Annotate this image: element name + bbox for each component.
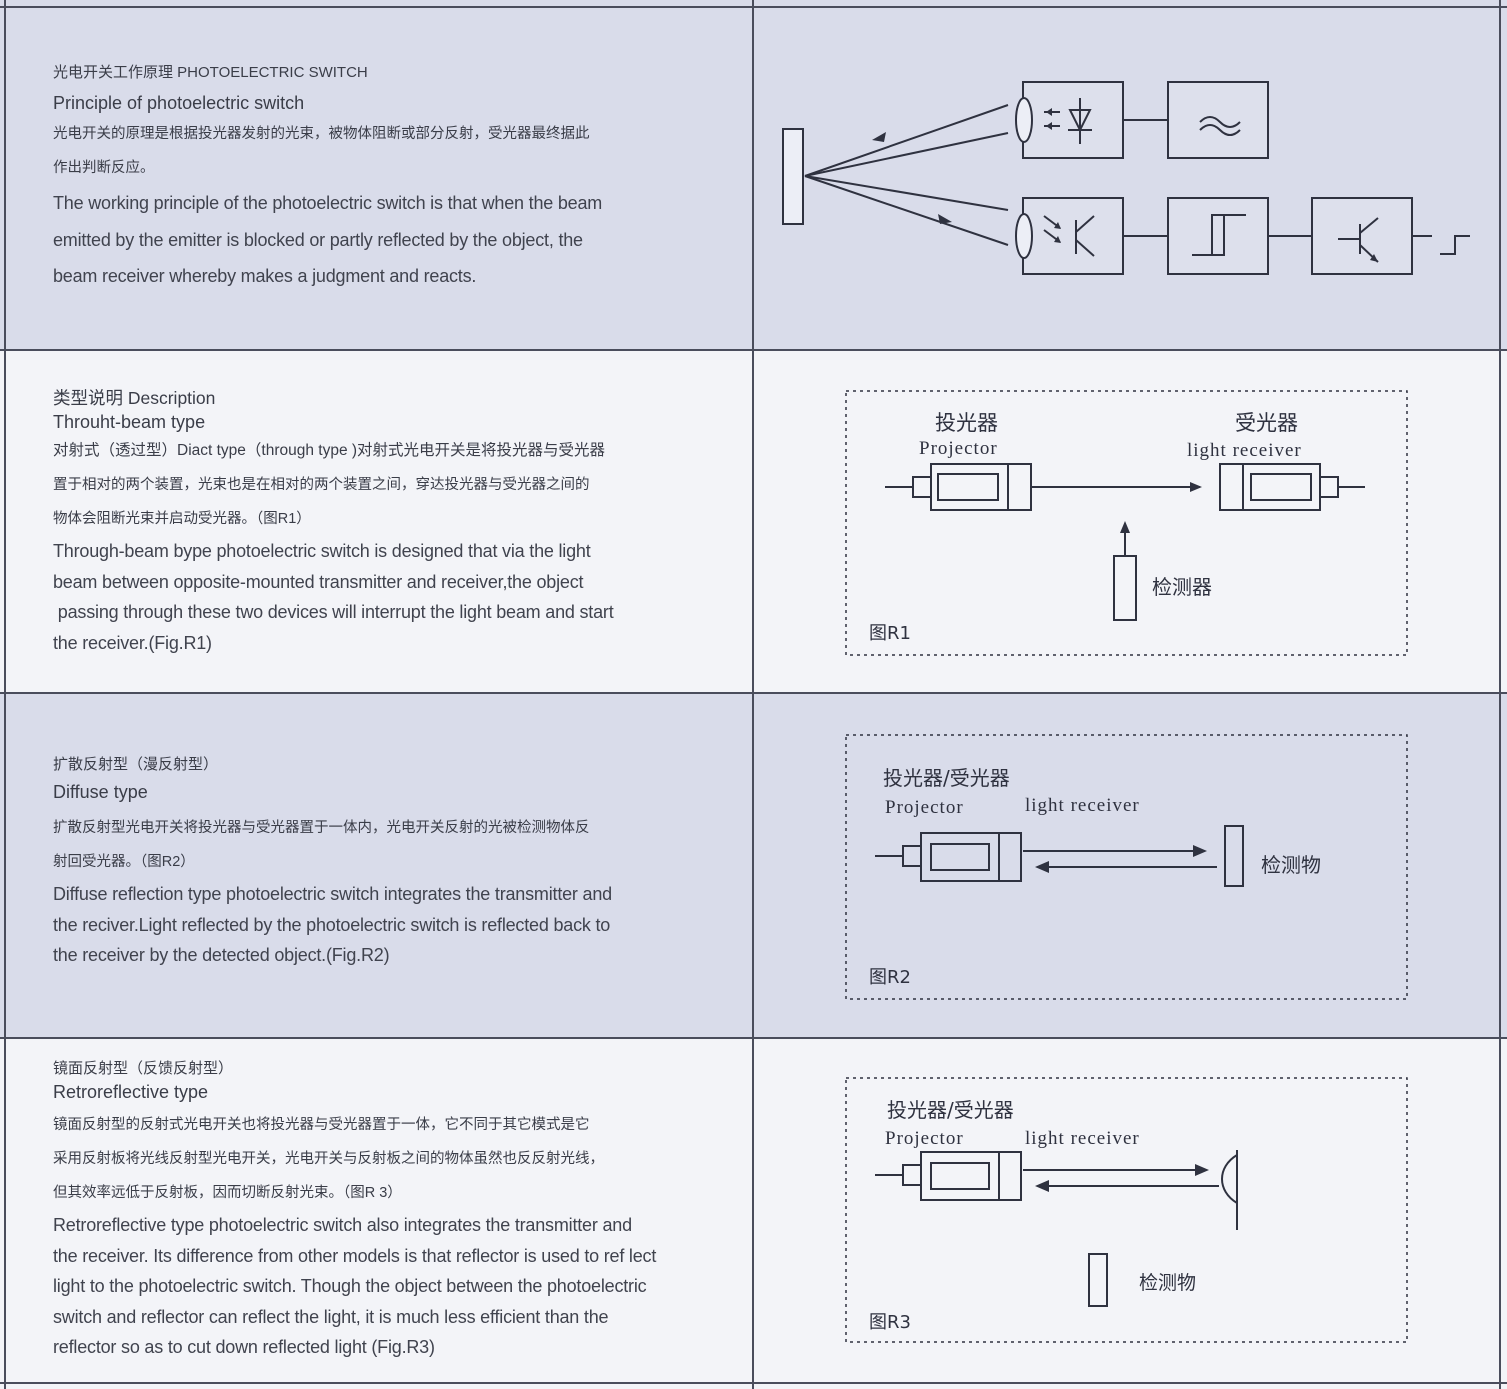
- figure-caption: 图R1: [869, 623, 911, 644]
- diffuse-text: 扩散反射型（漫反射型） Diffuse type 扩散反射型光电开关将投光器与受…: [53, 755, 713, 971]
- section-cn-title: 镜面反射型（反馈反射型）: [53, 1060, 234, 1077]
- object-label: 检测物: [1139, 1272, 1196, 1294]
- cn-paragraph-line: 作出判断反应。: [53, 160, 155, 176]
- section-cn-title: 光电开关工作原理 PHOTOELECTRIC SWITCH: [53, 64, 368, 81]
- section-en-title: Throuht-beam type: [53, 412, 206, 432]
- column-divider: [1499, 0, 1501, 1389]
- cn-paragraph-line: 物体会阻断光束并启动受光器。（图R1）: [53, 511, 311, 527]
- projector-en-label: Projector: [919, 438, 998, 459]
- en-paragraph-line: reflector so as to cut down reflected li…: [53, 1337, 435, 1357]
- combined-cn-label: 投光器/受光器: [883, 766, 1010, 790]
- en-paragraph-line: Retroreflective type photoelectric switc…: [53, 1215, 632, 1235]
- en-paragraph-line: passing through these two devices will i…: [53, 602, 614, 622]
- en-paragraph-line: the receiver.(Fig.R1): [53, 632, 212, 653]
- column-divider: [752, 0, 754, 1389]
- cn-paragraph-line: 扩散反射型光电开关将投光器与受光器置于一体内，光电开关反射的光被检测物体反: [53, 820, 590, 836]
- figure-r3: 投光器/受光器 Projector light receiver 检测物 图R3: [845, 1077, 1408, 1343]
- figure-r1: 投光器 Projector 受光器 light receiver 检测器 图R1: [845, 390, 1408, 656]
- figure-r2: 投光器/受光器 Projector light receiver 检测物 图R2: [845, 734, 1408, 1000]
- figure-caption: 图R3: [869, 1312, 911, 1333]
- cn-paragraph-line: 置于相对的两个装置，光束也是在相对的两个装置之间，穿达投光器与受光器之间的: [53, 477, 590, 493]
- section-en-title: Retroreflective type: [53, 1082, 209, 1102]
- en-paragraph-line: the receiver. Its difference from other …: [53, 1245, 657, 1266]
- receiver-en-label: light receiver: [1187, 440, 1302, 461]
- en-paragraph-line: Through-beam bype photoelectric switch i…: [53, 541, 591, 561]
- cn-paragraph-line: 镜面反射型的反射式光电开关也将投光器与受光器置于一体，它不同于其它模式是它: [53, 1117, 590, 1133]
- cn-paragraph-line: 光电开关的原理是根据投光器发射的光束，被物体阻断或部分反射，受光器最终据此: [53, 126, 590, 142]
- detector-label: 检测器: [1152, 575, 1212, 599]
- receiver-en-label: light receiver: [1025, 795, 1140, 816]
- en-paragraph-line: switch and reflector can reflect the lig…: [53, 1306, 609, 1327]
- through-beam-text: 类型说明 Description Throuht-beam type 对射式（透…: [53, 386, 713, 658]
- projector-en-label: Projector: [885, 797, 964, 818]
- cn-paragraph-line: 射回受光器。（图R2）: [53, 854, 195, 870]
- en-paragraph-line: emitted by the emitter is blocked or par…: [53, 229, 583, 250]
- en-paragraph-line: The working principle of the photoelectr…: [53, 193, 603, 213]
- section-en-title: Diffuse type: [53, 782, 148, 802]
- section-cn-title: 扩散反射型（漫反射型）: [53, 756, 219, 773]
- en-paragraph-line: light to the photoelectric switch. Thoug…: [53, 1276, 647, 1296]
- projector-cn-label: 投光器: [935, 411, 998, 435]
- cn-paragraph-line: 但其效率远低于反射板，因而切断反射光束。（图R 3）: [53, 1185, 402, 1201]
- retroreflective-text: 镜面反射型（反馈反射型） Retroreflective type 镜面反射型的…: [53, 1059, 713, 1363]
- en-paragraph-line: beam between opposite-mounted transmitte…: [53, 571, 584, 592]
- cn-paragraph-line: 对射式（透过型）Diact type（through type )对射式光电开关…: [53, 442, 606, 459]
- receiver-cn-label: 受光器: [1235, 411, 1298, 435]
- object-label: 检测物: [1261, 853, 1321, 877]
- section-en-title: Principle of photoelectric switch: [53, 93, 305, 113]
- projector-en-label: Projector: [885, 1128, 964, 1149]
- en-paragraph-line: the reciver.Light reflected by the photo…: [53, 914, 611, 935]
- principle-text: 光电开关工作原理 PHOTOELECTRIC SWITCH Principle …: [53, 63, 713, 295]
- cn-paragraph-line: 采用反射板将光线反射型光电开关，光电开关与反射板之间的物体虽然也反反射光线，: [53, 1151, 604, 1167]
- en-paragraph-line: Diffuse reflection type photoelectric sw…: [53, 884, 612, 904]
- figure-caption: 图R2: [869, 967, 911, 988]
- section-cn-title: 类型说明 Description: [53, 388, 216, 408]
- photoelectric-principle-diagram: [782, 81, 1470, 275]
- en-paragraph-line: beam receiver whereby makes a judgment a…: [53, 266, 477, 286]
- en-paragraph-line: the receiver by the detected object.(Fig…: [53, 945, 390, 965]
- column-divider: [4, 0, 6, 1389]
- receiver-en-label: light receiver: [1025, 1128, 1140, 1149]
- combined-cn-label: 投光器/受光器: [887, 1098, 1014, 1122]
